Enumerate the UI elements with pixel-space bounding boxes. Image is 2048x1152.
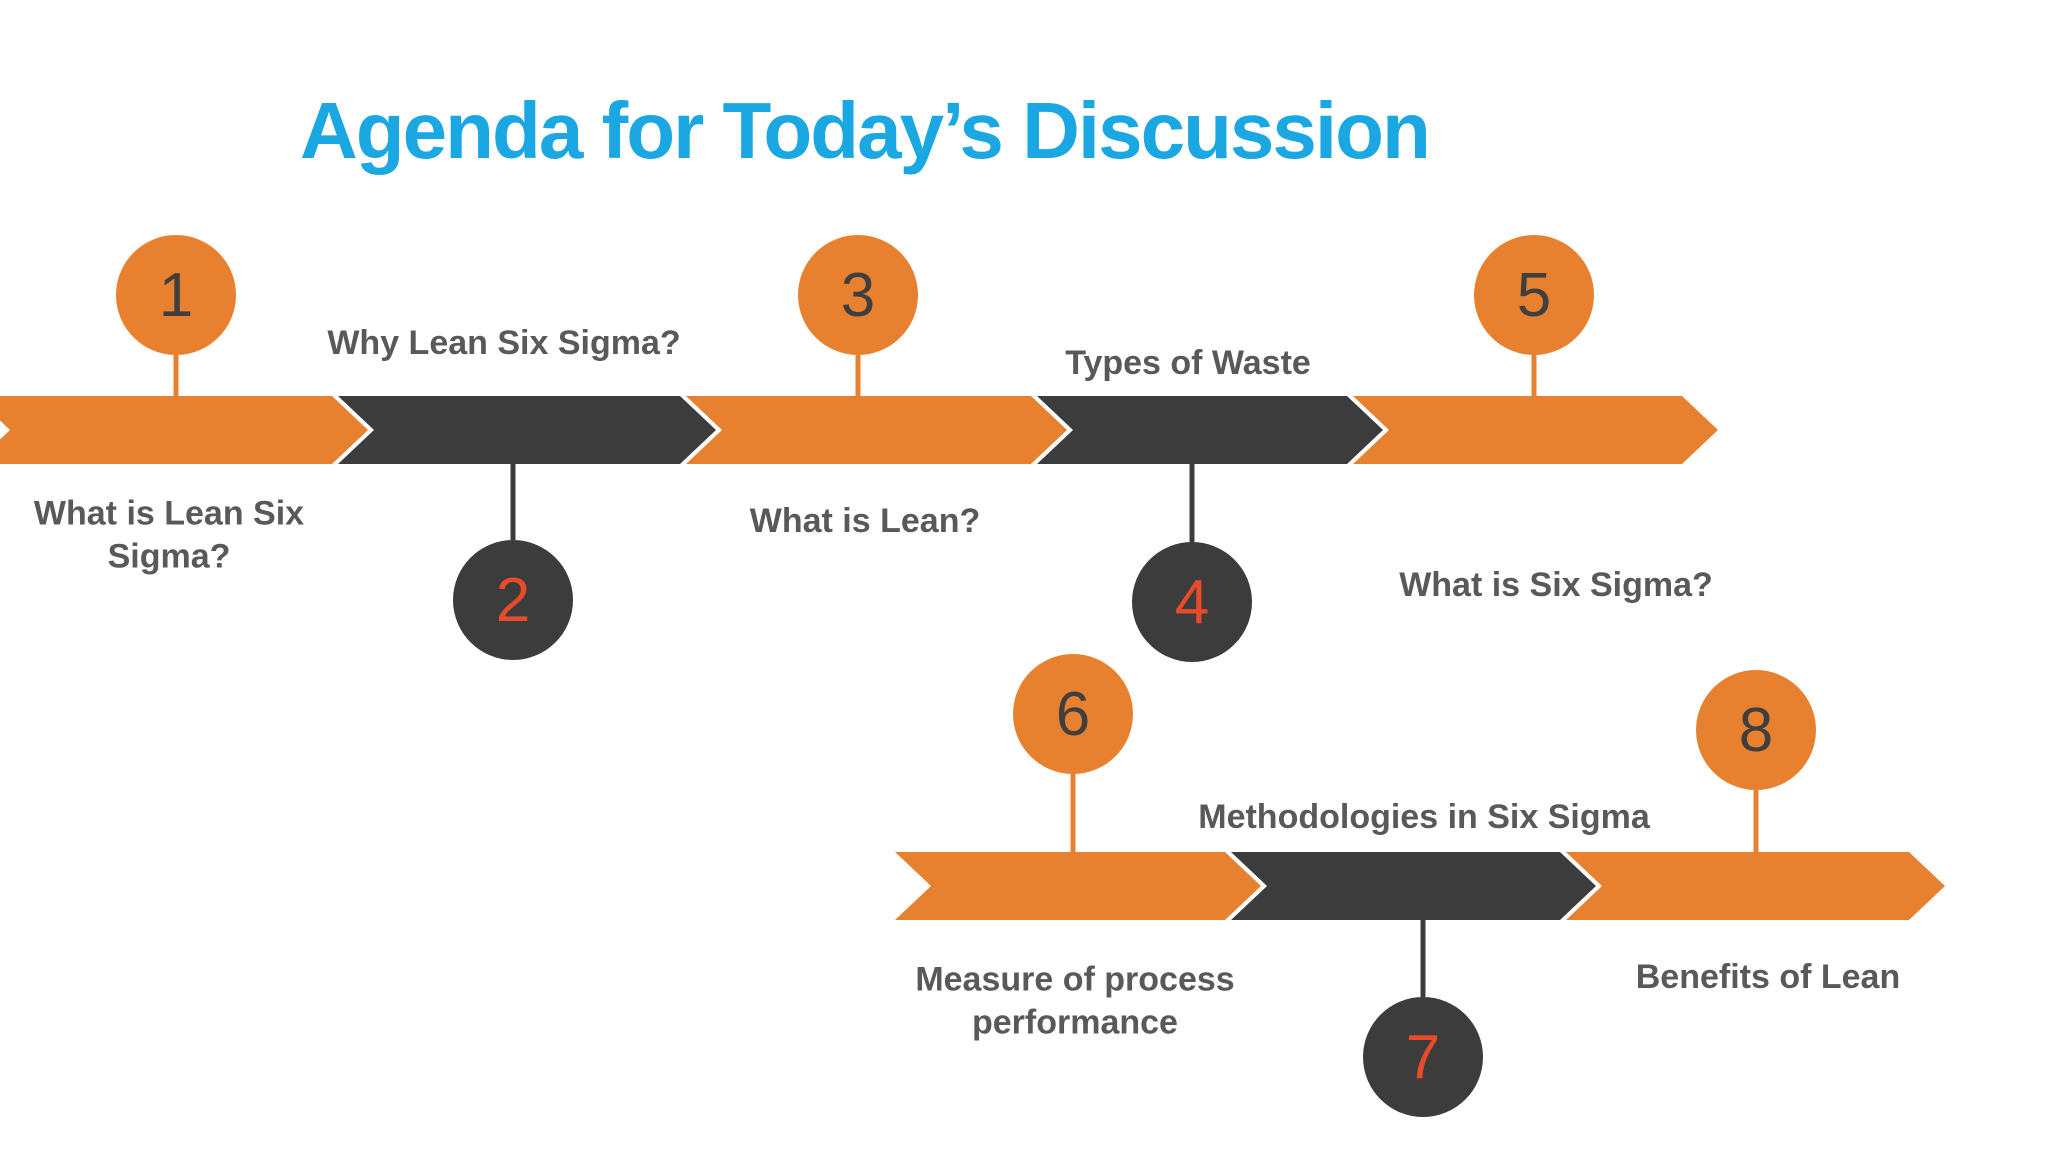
chevron-segment-8: [1566, 852, 1945, 920]
step-3-stem: [855, 355, 861, 396]
step-3-number: 3: [840, 260, 876, 330]
step-6-label: Measure of process performance: [915, 960, 1235, 1042]
step-4-circle: 4: [1132, 542, 1252, 662]
step-1-number: 1: [158, 260, 194, 330]
step-2-stem: [510, 464, 516, 540]
step-2-number: 2: [495, 565, 531, 635]
chevron-segment-5: [1353, 396, 1718, 464]
chevron-segment-2: [338, 396, 716, 464]
chevron-segment-1: [0, 396, 368, 464]
step-7-label: Methodologies in Six Sigma: [1198, 797, 1650, 836]
step-8-stem: [1753, 790, 1759, 852]
step-8-label: Benefits of Lean: [1635, 957, 1901, 996]
step-6-stem: [1070, 774, 1076, 852]
step-7-circle: 7: [1363, 997, 1483, 1117]
step-5-label: What is Six Sigma?: [1399, 565, 1713, 604]
step-6-number: 6: [1055, 679, 1091, 749]
step-3-circle: 3: [798, 235, 918, 355]
step-5-number: 5: [1516, 260, 1552, 330]
step-1-label: What is Lean Six Sigma?: [33, 494, 305, 576]
step-8-number: 8: [1738, 695, 1774, 765]
chevron-segment-6: [895, 852, 1261, 920]
step-7-stem: [1420, 920, 1426, 997]
step-4-number: 4: [1174, 567, 1210, 637]
step-3-label: What is Lean?: [749, 501, 981, 540]
step-2-label: Why Lean Six Sigma?: [327, 323, 681, 362]
step-1-stem: [173, 355, 179, 396]
step-2-circle: 2: [453, 540, 573, 660]
chevron-segment-7: [1231, 852, 1596, 920]
step-1-circle: 1: [116, 235, 236, 355]
chevron-segment-4: [1037, 396, 1383, 464]
step-5-circle: 5: [1474, 235, 1594, 355]
chevron-segment-3: [686, 396, 1067, 464]
step-7-number: 7: [1405, 1022, 1441, 1092]
step-4-stem: [1189, 464, 1195, 542]
step-8-circle: 8: [1696, 670, 1816, 790]
step-5-stem: [1531, 355, 1537, 396]
step-6-circle: 6: [1013, 654, 1133, 774]
step-4-label: Types of Waste: [1065, 343, 1311, 382]
page-title: Agenda for Today’s Discussion: [300, 86, 1431, 175]
